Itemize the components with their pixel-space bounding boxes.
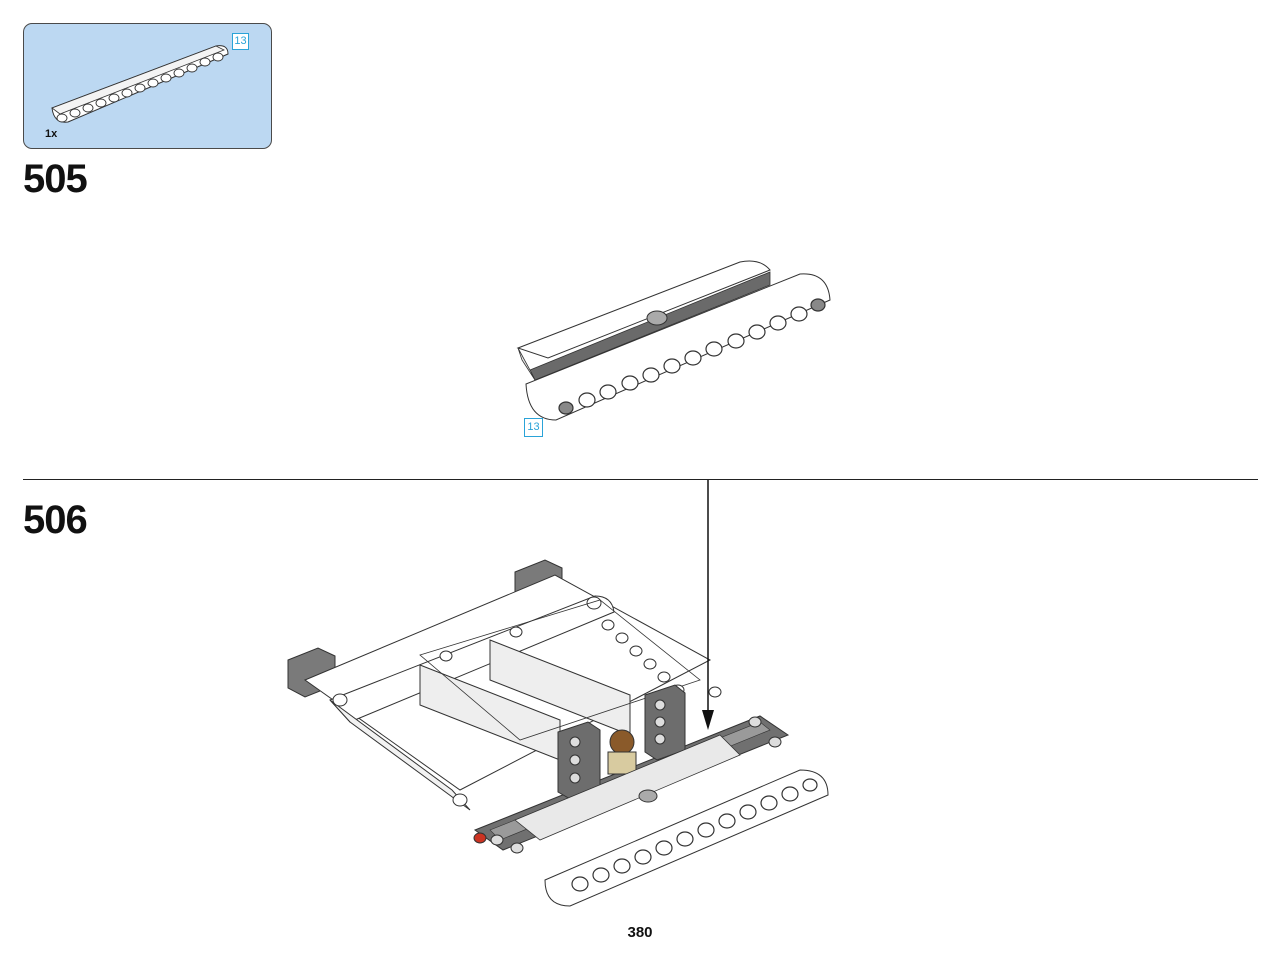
step-505-length-badge: 13 [524, 418, 543, 437]
parts-callout: 13 1x [23, 23, 272, 149]
step-number-505: 505 [23, 157, 88, 201]
quantity-label: 1x [45, 128, 58, 140]
step-number-506: 506 [23, 498, 88, 542]
step-506-illustration [287, 559, 829, 907]
arrow-down-icon [702, 480, 714, 730]
length-badge: 13 [232, 33, 249, 50]
step-505-illustration [516, 260, 831, 421]
step-divider [23, 479, 1258, 480]
liftarm-beam-13-icon [51, 45, 229, 123]
page-number: 380 [627, 924, 653, 941]
